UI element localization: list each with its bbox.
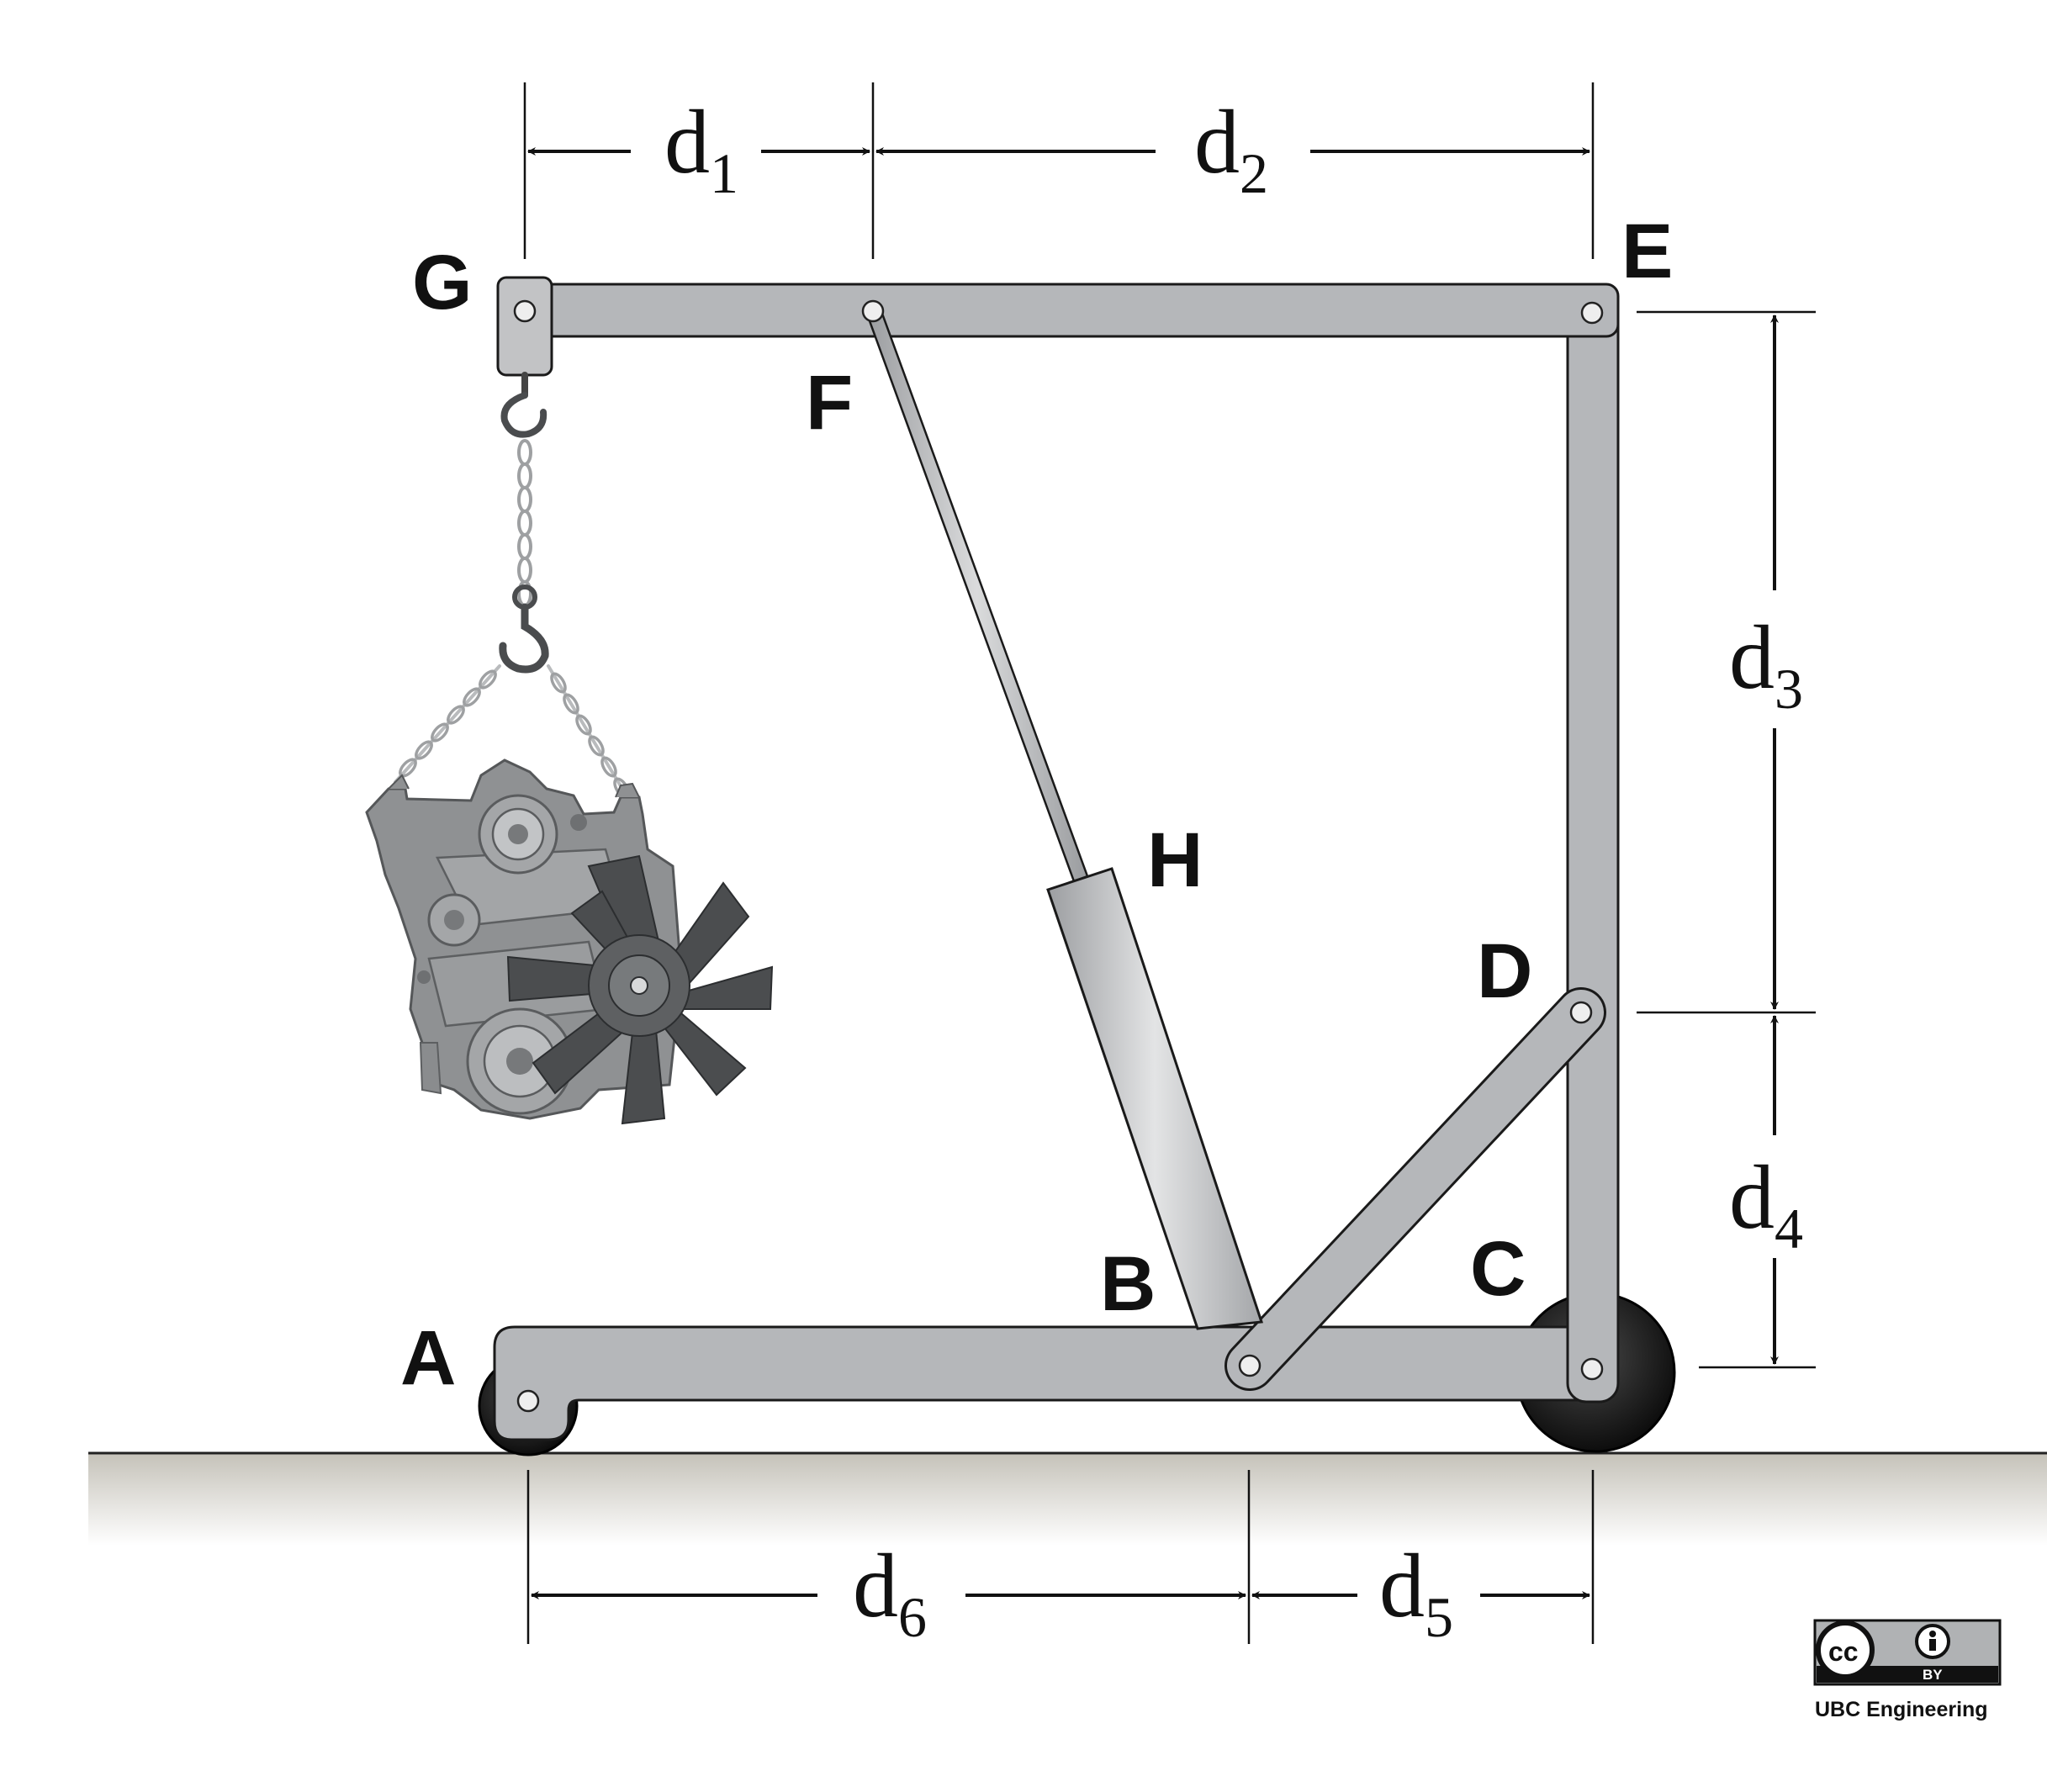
label-point-e: E (1621, 209, 1673, 294)
pin-a (516, 1389, 540, 1413)
base-leg (493, 1325, 1601, 1441)
svg-text:BY: BY (1923, 1667, 1943, 1683)
boom (500, 283, 1620, 338)
label-d6: d6 (853, 1536, 927, 1649)
label-point-d: D (1477, 928, 1532, 1014)
label-point-b: B (1100, 1241, 1156, 1327)
pin-d (1569, 1001, 1593, 1024)
label-point-g: G (412, 240, 473, 325)
cc-icon (1816, 1620, 1875, 1679)
hydraulic-cylinder (1046, 867, 1264, 1330)
boom-end-plate (496, 276, 553, 377)
hook-chain-assembly (394, 372, 630, 799)
ground (88, 1453, 2047, 1546)
label-d4: d4 (1729, 1148, 1803, 1261)
pin-b (1238, 1354, 1262, 1377)
label-point-c: C (1470, 1226, 1526, 1312)
hydraulic-rod (864, 303, 1089, 883)
mast (1566, 286, 1620, 1403)
pin-f (861, 299, 885, 323)
label-d1: d1 (664, 93, 738, 205)
brace-db (1224, 987, 1606, 1391)
pin-c (1580, 1357, 1604, 1381)
credit-text: UBC Engineering (1815, 1698, 1988, 1721)
label-d2: d2 (1194, 93, 1268, 205)
label-d5: d5 (1379, 1536, 1453, 1649)
label-point-f: F (806, 360, 853, 446)
fan (506, 854, 774, 1125)
cc-by-badge: cc BY (1813, 1619, 2002, 1686)
extension-lines (523, 82, 1816, 1644)
pin-g (513, 299, 537, 323)
label-d3: d3 (1729, 608, 1803, 721)
svg-text:cc: cc (1828, 1636, 1859, 1667)
label-point-h: H (1147, 817, 1203, 903)
dimension-arrows (527, 147, 1779, 1599)
label-point-a: A (400, 1315, 456, 1401)
pin-e (1580, 301, 1604, 325)
